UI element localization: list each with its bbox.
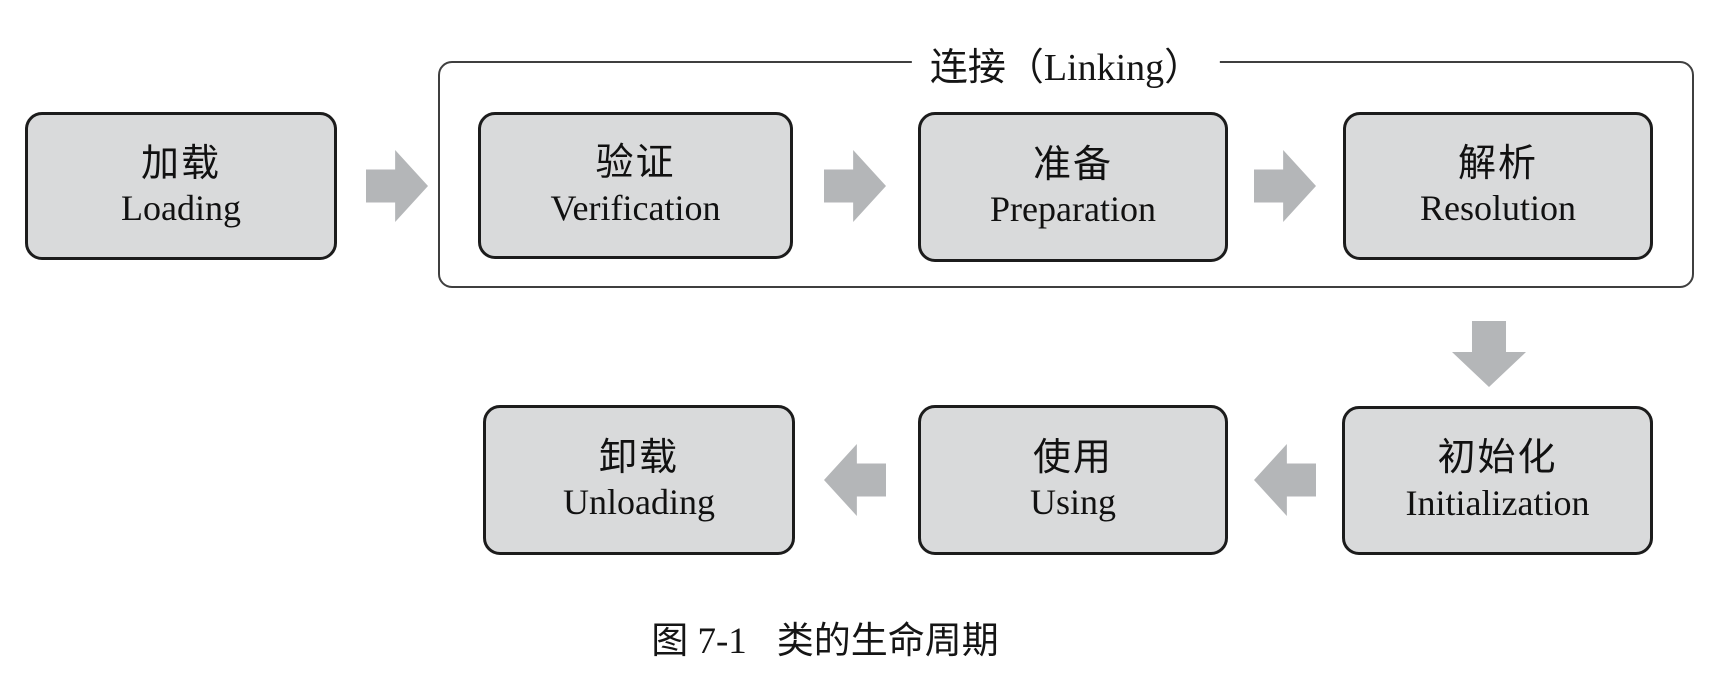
stage-label-en: Initialization	[1405, 482, 1590, 523]
stage-label-en: Unloading	[563, 482, 715, 523]
stage-label-zh: 初始化	[1437, 437, 1558, 480]
figure-caption-title: 类的生命周期	[776, 621, 999, 662]
stage-label-zh: 验证	[595, 142, 676, 185]
stage-box-verification: 验证 Verification	[478, 112, 793, 259]
figure-caption: 图 7-1 类的生命周期	[0, 610, 1650, 664]
stage-label-zh: 准备	[1032, 143, 1113, 186]
arrow-left-icon	[1254, 444, 1316, 516]
stage-label-zh: 解析	[1457, 142, 1538, 185]
stage-label-en: Preparation	[990, 189, 1156, 230]
stage-label-en: Loading	[121, 188, 241, 229]
stage-box-loading: 加载 Loading	[25, 112, 337, 260]
stage-box-preparation: 准备 Preparation	[918, 112, 1228, 262]
arrow-left-icon	[824, 444, 886, 516]
stage-label-zh: 卸载	[598, 436, 679, 479]
stage-box-resolution: 解析 Resolution	[1343, 112, 1653, 260]
stage-label-en: Resolution	[1419, 188, 1576, 229]
stage-box-unloading: 卸载 Unloading	[483, 405, 795, 555]
stage-label-en: Verification	[550, 187, 721, 228]
stage-label-zh: 使用	[1032, 436, 1113, 479]
stage-box-initialization: 初始化 Initialization	[1342, 406, 1653, 555]
arrow-down-icon	[1452, 321, 1526, 387]
figure-caption-number: 图 7-1	[651, 621, 747, 662]
linking-group-box: 连接（Linking）	[438, 36, 1694, 288]
stage-box-using: 使用 Using	[918, 405, 1228, 555]
stage-label-zh: 加载	[140, 142, 221, 185]
linking-group-label: 连接（Linking）	[911, 36, 1221, 91]
arrow-right-icon	[366, 150, 428, 222]
stage-label-en: Using	[1029, 482, 1116, 523]
